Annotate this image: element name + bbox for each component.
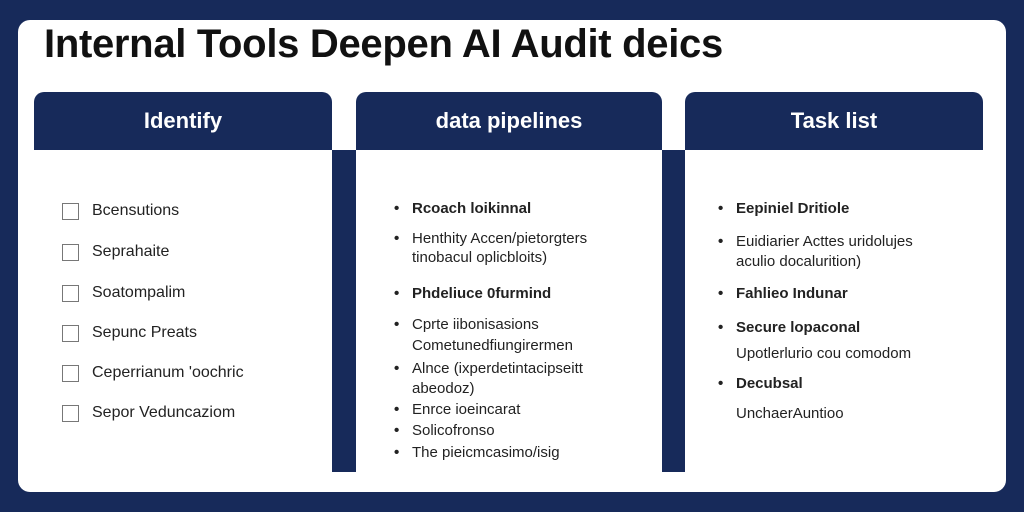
- list-item: •Phdeliuce 0furmind: [394, 285, 552, 302]
- checkbox[interactable]: [62, 324, 79, 342]
- list-item: aculio docalurition): [736, 253, 862, 270]
- column-header-identify: Identify: [34, 92, 332, 150]
- list-item: •Eepiniel Dritiole: [718, 200, 850, 217]
- list-item: tinobacul oplicbloits): [412, 249, 548, 266]
- list-item: •Solicofronso: [394, 422, 495, 439]
- checklist-item-label: Bcensutions: [92, 202, 180, 219]
- checkbox[interactable]: [62, 202, 79, 220]
- page-title: Internal Tools Deepen AI Audit deics: [44, 22, 723, 66]
- list-item: abeodoz): [412, 380, 475, 397]
- checklist-item[interactable]: Ceperrianum 'oochric: [62, 364, 244, 382]
- list-item: •Decubsal: [718, 375, 803, 392]
- list-item: •Rcoach loikinnal: [394, 200, 532, 217]
- list-item: •Alnce (ixperdetintacipseitt: [394, 360, 583, 377]
- checklist-item[interactable]: Sepunc Preats: [62, 324, 197, 342]
- column-header-data-pipelines: data pipelines: [356, 92, 662, 150]
- checkbox[interactable]: [62, 364, 79, 382]
- list-item: Upotlerlurio cou comodom: [736, 345, 912, 362]
- list-item: •Cprte iibonisasions: [394, 316, 539, 333]
- checkbox[interactable]: [62, 243, 79, 261]
- checklist-item-label: Sepunc Preats: [92, 324, 197, 341]
- checklist-item-label: Ceperrianum 'oochric: [92, 364, 244, 381]
- checkbox[interactable]: [62, 404, 79, 422]
- column-divider: [332, 150, 356, 472]
- column-header-task-list: Task list: [685, 92, 983, 150]
- checklist-item[interactable]: Soatompalim: [62, 284, 185, 302]
- list-item: Cometunedfiungirermen: [412, 337, 573, 354]
- list-item: •Euidiarier Acttes uridolujes: [718, 233, 913, 250]
- list-item: •Fahlieo Indunar: [718, 285, 848, 302]
- checklist-item[interactable]: Bcensutions: [62, 202, 179, 220]
- checklist-item[interactable]: Seprahaite: [62, 243, 169, 261]
- list-item: •Enrce ioeincarat: [394, 401, 521, 418]
- checkbox[interactable]: [62, 284, 79, 302]
- checklist-item-label: Seprahaite: [92, 243, 170, 260]
- list-item: •Secure lopaconal: [718, 319, 861, 336]
- checklist-item-label: Sepor Veduncaziom: [92, 404, 236, 421]
- list-item: •The pieicmcasimo/isig: [394, 444, 560, 461]
- checklist-item[interactable]: Sepor Veduncaziom: [62, 404, 235, 422]
- checklist-item-label: Soatompalim: [92, 284, 186, 301]
- list-item: •Henthity Accen/pietorgters: [394, 230, 588, 247]
- list-item: UnchaerAuntioo: [736, 405, 844, 422]
- column-divider: [662, 150, 685, 472]
